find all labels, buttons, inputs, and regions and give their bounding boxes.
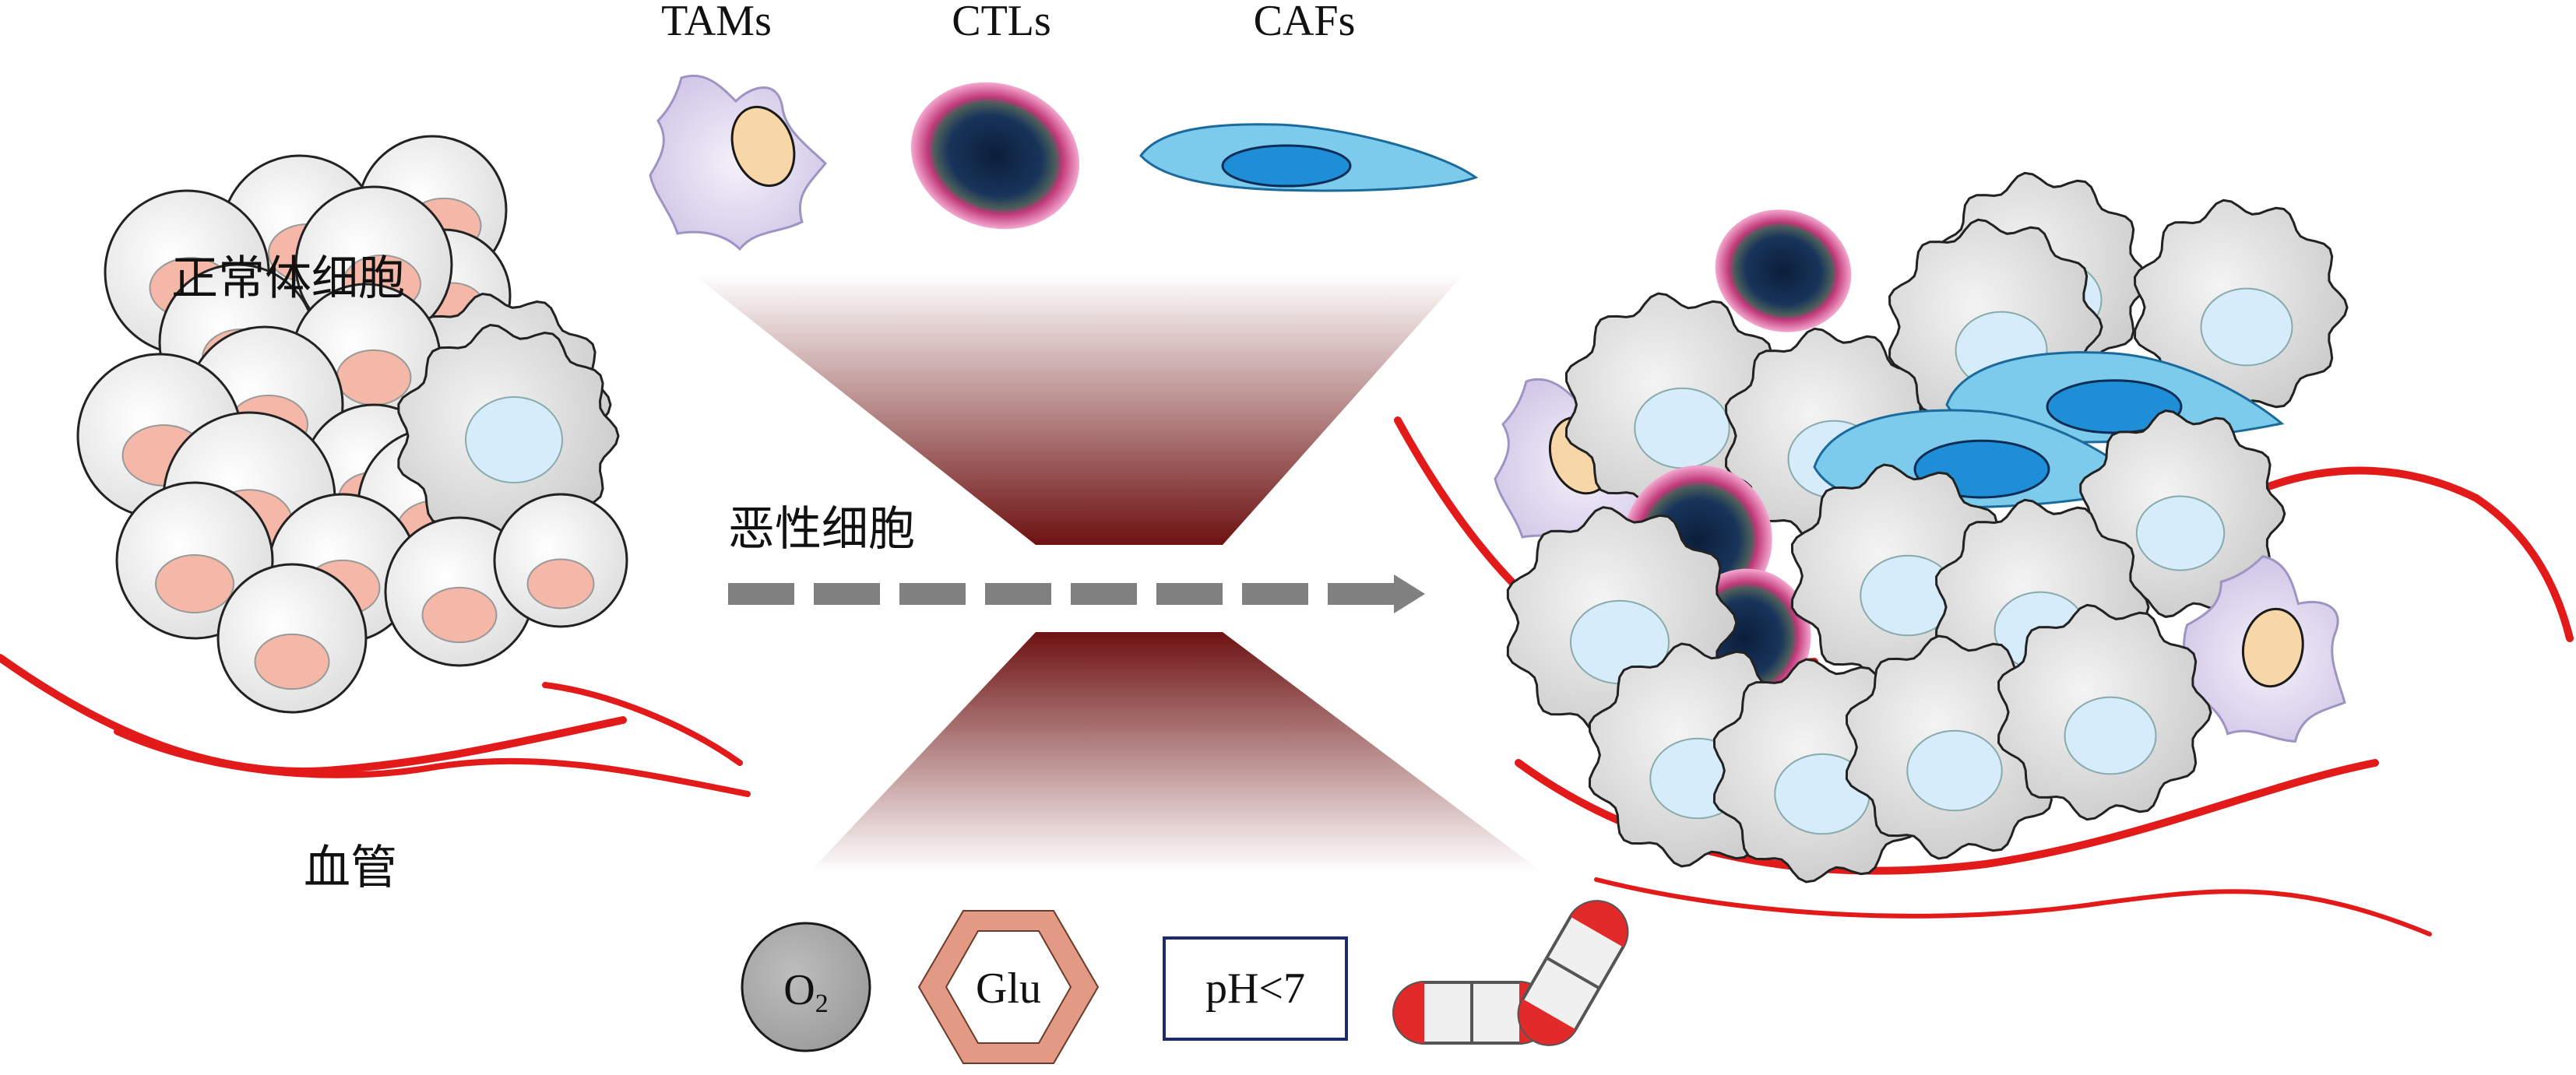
tumor-nucleus [1634, 387, 1730, 469]
caf-nucleus [2046, 379, 2183, 434]
tam-nucleus [730, 105, 796, 188]
normal-cell-cluster [76, 135, 628, 714]
glucose-hexagon-icon [917, 910, 1100, 1064]
normal-nucleus [254, 633, 330, 690]
glucose-label: Glu [976, 964, 1041, 1013]
tam-cell [2180, 555, 2346, 743]
progression-arrow [728, 574, 1425, 613]
normal-nucleus [421, 586, 498, 644]
tumor-cell [1997, 603, 2212, 821]
tumor-nucleus [465, 396, 563, 483]
oxygen-label: O2 [783, 966, 828, 1018]
normal-cell [493, 493, 628, 628]
normal-nucleus [155, 554, 234, 613]
blood-vessel-label: 血管 [304, 841, 397, 895]
cafs-label: CAFs [1254, 0, 1356, 45]
oxygen-icon [741, 922, 871, 1052]
capsule-icon-upper [1517, 900, 1629, 1046]
tumor-nucleus [2064, 696, 2157, 775]
tams-label: TAMs [661, 0, 772, 45]
capsule-icon-lower [1392, 981, 1551, 1045]
caf-legend-cell [1139, 123, 1479, 192]
tumor-nucleus [2135, 495, 2226, 571]
left-blood-vessel [0, 654, 751, 797]
ph-label: pH<7 [1205, 964, 1305, 1013]
bottom-funnel [810, 632, 1542, 872]
top-funnel [693, 274, 1464, 545]
normal-cell [216, 563, 368, 714]
tam-legend-cell [649, 74, 828, 251]
malignant-cells-label: 恶性细胞 [728, 502, 915, 557]
tumor-cluster [1494, 171, 2349, 884]
ctl-cell [1715, 209, 1852, 332]
ctls-label: CTLs [952, 0, 1051, 45]
ph-box [1163, 936, 1348, 1041]
normal-cells-label: 正常体细胞 [171, 251, 405, 306]
oxygen-subscript: 2 [815, 989, 829, 1018]
normal-nucleus [336, 349, 412, 406]
tumor-nucleus [1906, 729, 2003, 812]
tumor-nucleus [2200, 287, 2293, 367]
normal-nucleus [526, 558, 595, 610]
tam-nucleus [2241, 607, 2304, 688]
ctl-legend-cell [910, 82, 1080, 230]
normal-cell [397, 323, 620, 549]
tumor-cell [2133, 198, 2349, 416]
caf-nucleus [1221, 144, 1352, 188]
